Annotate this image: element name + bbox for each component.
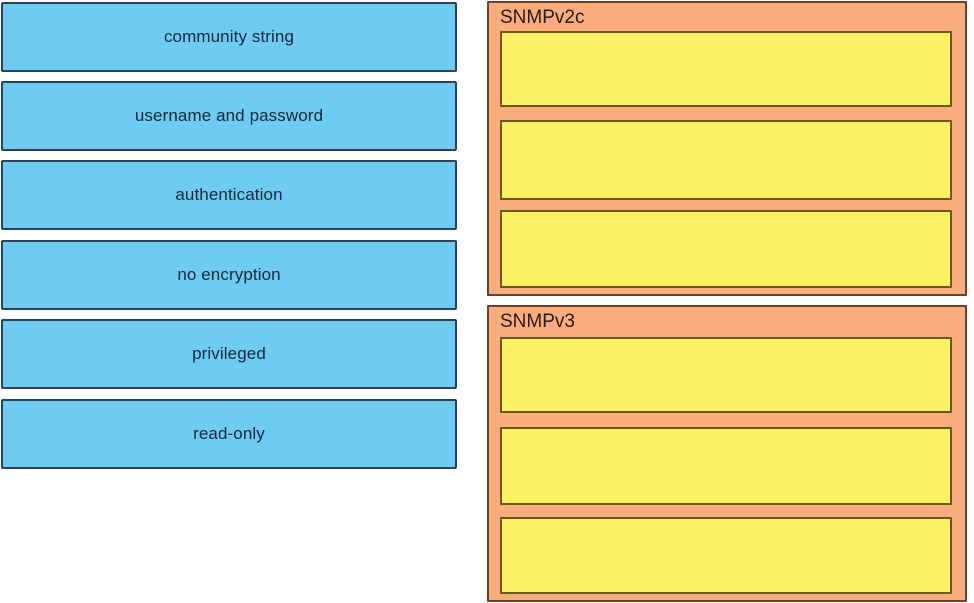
drop-slot[interactable] — [500, 517, 952, 594]
drag-tile-community-string[interactable]: community string — [1, 2, 457, 72]
drag-tile-authentication[interactable]: authentication — [1, 160, 457, 230]
drag-tile-label: authentication — [175, 185, 283, 204]
answer-choice-pool: community string username and password a… — [0, 0, 462, 603]
drop-slot[interactable] — [500, 337, 952, 413]
drag-tile-label: username and password — [134, 106, 324, 125]
drop-slot[interactable] — [500, 31, 952, 107]
drop-slot[interactable] — [500, 120, 952, 200]
drag-tile-read-only[interactable]: read-only — [1, 399, 457, 469]
drag-tile-privileged[interactable]: privileged — [1, 319, 457, 389]
drop-slot[interactable] — [500, 427, 952, 505]
drag-tile-no-encryption[interactable]: no encryption — [1, 240, 457, 310]
drop-group-snmpv2c[interactable]: SNMPv2c — [487, 1, 967, 296]
drop-group-title: SNMPv2c — [500, 7, 585, 28]
drag-tile-label: read-only — [193, 424, 265, 443]
drop-slot[interactable] — [500, 210, 952, 288]
drag-tile-label: privileged — [192, 344, 266, 363]
drag-tile-label: no encryption — [177, 265, 281, 284]
drop-group-title: SNMPv3 — [500, 311, 575, 332]
drop-group-snmpv3[interactable]: SNMPv3 — [487, 305, 967, 602]
drag-tile-username-and-password[interactable]: username and password — [1, 81, 457, 151]
drag-tile-label: community string — [163, 27, 295, 46]
drop-target-column: SNMPv2c SNMPv3 — [487, 0, 974, 603]
